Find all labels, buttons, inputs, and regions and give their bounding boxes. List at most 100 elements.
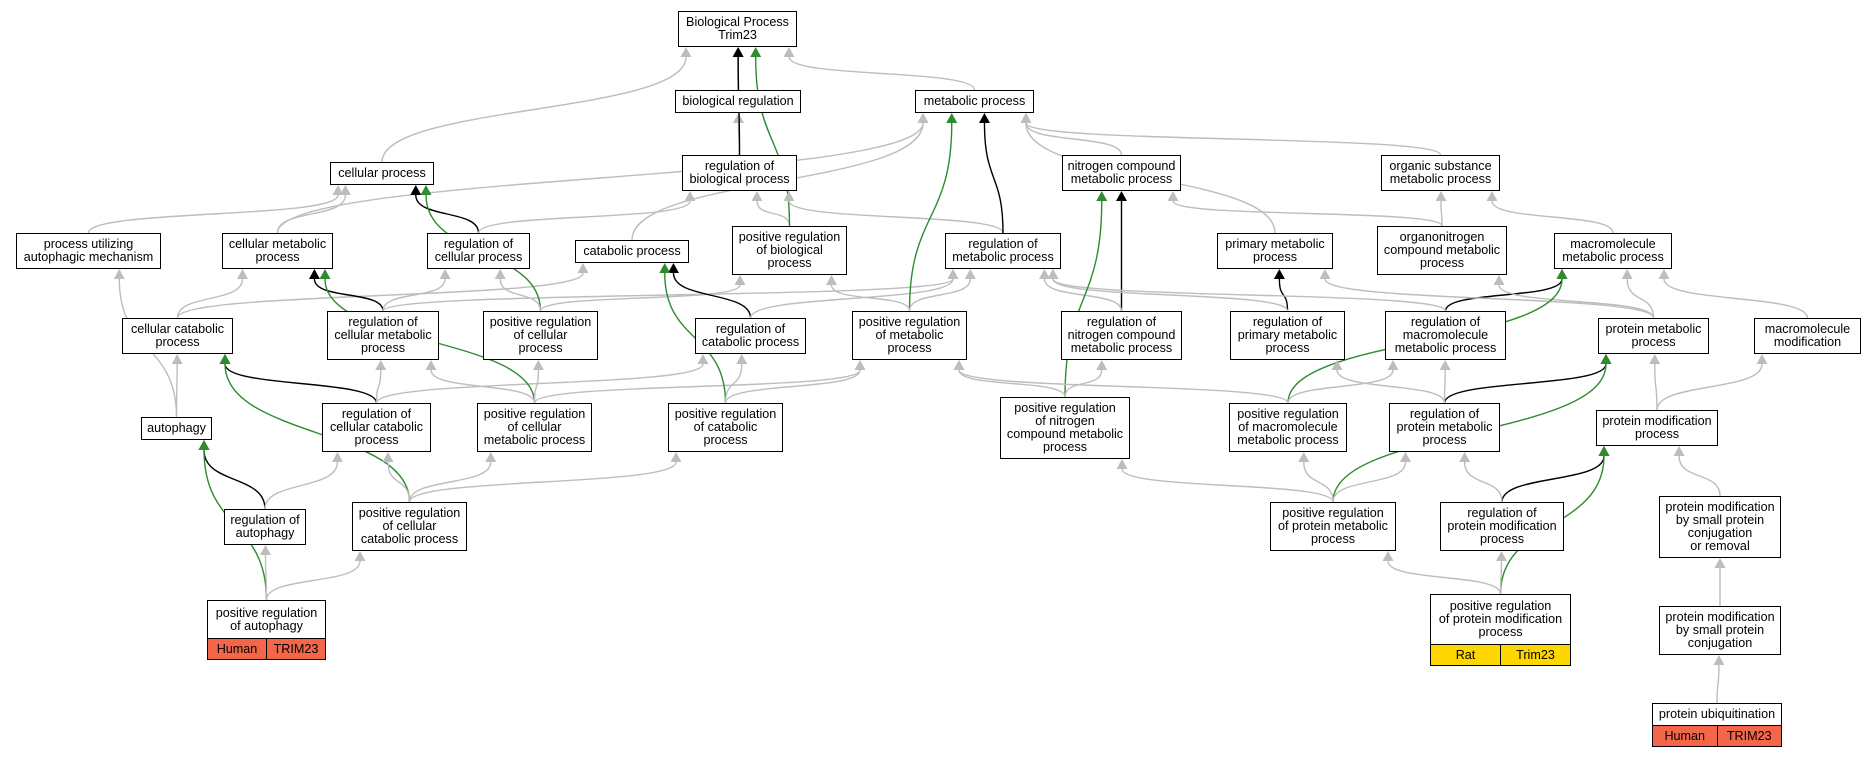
edge-arrowhead [1320, 269, 1331, 279]
catabolic-process-node[interactable]: catabolic process [575, 240, 689, 263]
edge-orgnitro-to-orgsub [1441, 201, 1442, 226]
positive-regulation-of-cellular-metabolic-process-node[interactable]: positive regulation of cellular metaboli… [477, 403, 592, 452]
cellular-metabolic-process-node[interactable]: cellular metabolic process [222, 233, 333, 269]
regulation-of-catabolic-process-node[interactable]: regulation of catabolic process [695, 318, 806, 354]
edge-regmet-to-metab [984, 123, 1003, 233]
process-utilizing-autophagic-mechanism-node[interactable]: process utilizing autophagic mechanism [16, 233, 161, 269]
edge-arrowhead [199, 440, 210, 450]
edge-arrowhead [1436, 191, 1447, 201]
edge-regprotmod-to-protmod [1502, 456, 1604, 502]
edge-macromod-to-macromet [1664, 279, 1808, 318]
edge-cellcat-to-cellmet [178, 279, 243, 318]
edge-arrowhead [410, 185, 421, 195]
positive-regulation-of-protein-modification-process-node[interactable]: positive regulation of protein modificat… [1430, 594, 1571, 666]
edge-arrowhead [1168, 191, 1179, 201]
edge-protmodsmall-to-protmod [1679, 456, 1720, 496]
autophagy-node[interactable]: autophagy [141, 417, 212, 440]
edge-arrowhead [1459, 452, 1470, 462]
regulation-of-metabolic-process-node[interactable]: regulation of metabolic process [945, 233, 1061, 269]
edge-regprotmet-to-regmacro [1445, 370, 1446, 403]
edge-arrowhead [237, 269, 248, 279]
gene-label: TRIM23 [266, 639, 325, 659]
edge-cellmet-to-cellproc [278, 195, 346, 233]
edge-regcellcat-to-cellcat [225, 364, 377, 403]
positive-regulation-of-macromolecule-metabolic-process-node[interactable]: positive regulation of macromolecule met… [1229, 403, 1347, 452]
macromolecule-modification-node[interactable]: macromolecule modification [1754, 318, 1861, 354]
edge-regcellcat-to-regcellmet [377, 370, 381, 403]
edge-nitro-to-metab [1026, 123, 1122, 155]
edge-protubiq-to-protmodconj [1717, 665, 1719, 703]
cellular-catabolic-process-node[interactable]: cellular catabolic process [122, 318, 233, 354]
node-label: positive regulation of protein modificat… [1431, 595, 1570, 644]
primary-metabolic-process-node[interactable]: primary metabolic process [1217, 233, 1333, 269]
edge-regnitro-to-regmet [1044, 279, 1121, 311]
edge-arrowhead [375, 360, 386, 370]
edge-arrowhead [1659, 269, 1670, 279]
positive-regulation-of-cellular-process-node[interactable]: positive regulation of cellular process [483, 311, 598, 360]
regulation-of-protein-metabolic-process-node[interactable]: regulation of protein metabolic process [1389, 403, 1500, 452]
edge-macromet-to-orgsub [1492, 201, 1613, 233]
edge-arrowhead [320, 269, 331, 279]
protein-modification-by-small-protein-conjugation-or-removal-node[interactable]: protein modification by small protein co… [1659, 496, 1781, 558]
edge-arrowhead [784, 191, 795, 201]
edge-arrowhead [1096, 360, 1107, 370]
edge-arrowhead [979, 113, 990, 123]
edge-arrowhead [383, 452, 394, 462]
edge-cellproc-to-root [382, 57, 686, 162]
edge-arrowhead [340, 185, 351, 195]
positive-regulation-of-metabolic-process-node[interactable]: positive regulation of metabolic process [852, 311, 967, 360]
edge-regautoph-to-regcellcat [265, 462, 337, 509]
nitrogen-compound-metabolic-process-node[interactable]: nitrogen compound metabolic process [1062, 155, 1181, 191]
edge-posregcell-to-regcell [500, 279, 540, 311]
edge-posregprotmet-to-posregmacro [1304, 462, 1333, 502]
organonitrogen-compound-metabolic-process-node[interactable]: organonitrogen compound metabolic proces… [1377, 226, 1507, 275]
regulation-of-autophagy-node[interactable]: regulation of autophagy [224, 509, 306, 545]
edge-arrowhead [946, 113, 957, 123]
protein-modification-process-node[interactable]: protein modification process [1596, 410, 1718, 446]
organic-substance-metabolic-process-node[interactable]: organic substance metabolic process [1381, 155, 1500, 191]
biological-process-trim23-node[interactable]: Biological Process Trim23 [678, 11, 797, 47]
edge-posregprotmet-to-posregnitro [1122, 469, 1333, 502]
edge-regautoph-to-autoph [204, 450, 265, 509]
regulation-of-protein-modification-process-node[interactable]: regulation of protein modification proce… [1440, 502, 1564, 551]
regulation-of-nitrogen-compound-metabolic-process-node[interactable]: regulation of nitrogen compound metaboli… [1061, 311, 1182, 360]
regulation-of-cellular-metabolic-process-node[interactable]: regulation of cellular metabolic process [327, 311, 439, 360]
macromolecule-metabolic-process-node[interactable]: macromolecule metabolic process [1554, 233, 1672, 269]
node-label: positive regulation of autophagy [208, 601, 325, 638]
regulation-of-macromolecule-metabolic-process-node[interactable]: regulation of macromolecule metabolic pr… [1385, 311, 1506, 360]
regulation-of-cellular-catabolic-process-node[interactable]: regulation of cellular catabolic process [322, 403, 431, 452]
edge-arrowhead [440, 269, 451, 279]
edge-arrowhead [1298, 452, 1309, 462]
edge-arrowhead [735, 275, 746, 285]
positive-regulation-of-protein-metabolic-process-node[interactable]: positive regulation of protein metabolic… [1270, 502, 1396, 551]
metabolic-process-node[interactable]: metabolic process [915, 90, 1034, 113]
regulation-of-primary-metabolic-process-node[interactable]: regulation of primary metabolic process [1230, 311, 1345, 360]
edge-arrowhead [750, 47, 761, 57]
edge-posregcat-to-posregmet [726, 370, 861, 403]
edge-arrowhead [954, 360, 965, 370]
species-label: Rat [1431, 645, 1500, 665]
edge-arrowhead [1117, 459, 1128, 469]
edge-arrowhead [681, 47, 692, 57]
edge-arrowhead [355, 551, 366, 561]
edge-regcellmet-to-regmet [383, 279, 953, 311]
regulation-of-cellular-process-node[interactable]: regulation of cellular process [427, 233, 530, 269]
edge-arrowhead [533, 360, 544, 370]
edge-arrowhead [1039, 269, 1050, 279]
edge-arrowhead [172, 354, 183, 364]
positive-regulation-of-nitrogen-compound-metabolic-process-node[interactable]: positive regulation of nitrogen compound… [1000, 397, 1130, 459]
positive-regulation-of-biological-process-node[interactable]: positive regulation of biological proces… [732, 226, 847, 275]
gene-label: Trim23 [1500, 645, 1570, 665]
cellular-process-node[interactable]: cellular process [330, 162, 434, 185]
regulation-of-biological-process-node[interactable]: regulation of biological process [682, 155, 797, 191]
positive-regulation-of-cellular-catabolic-process-node[interactable]: positive regulation of cellular cataboli… [352, 502, 467, 551]
positive-regulation-of-catabolic-process-node[interactable]: positive regulation of catabolic process [668, 403, 783, 452]
edge-arrowhead [736, 354, 747, 364]
protein-modification-by-small-protein-conjugation-node[interactable]: protein modification by small protein co… [1659, 606, 1781, 655]
edge-posregcellmet-to-posregmet [535, 370, 861, 403]
edge-arrowhead [1599, 446, 1610, 456]
biological-regulation-node[interactable]: biological regulation [675, 90, 801, 113]
protein-metabolic-process-node[interactable]: protein metabolic process [1598, 318, 1709, 354]
